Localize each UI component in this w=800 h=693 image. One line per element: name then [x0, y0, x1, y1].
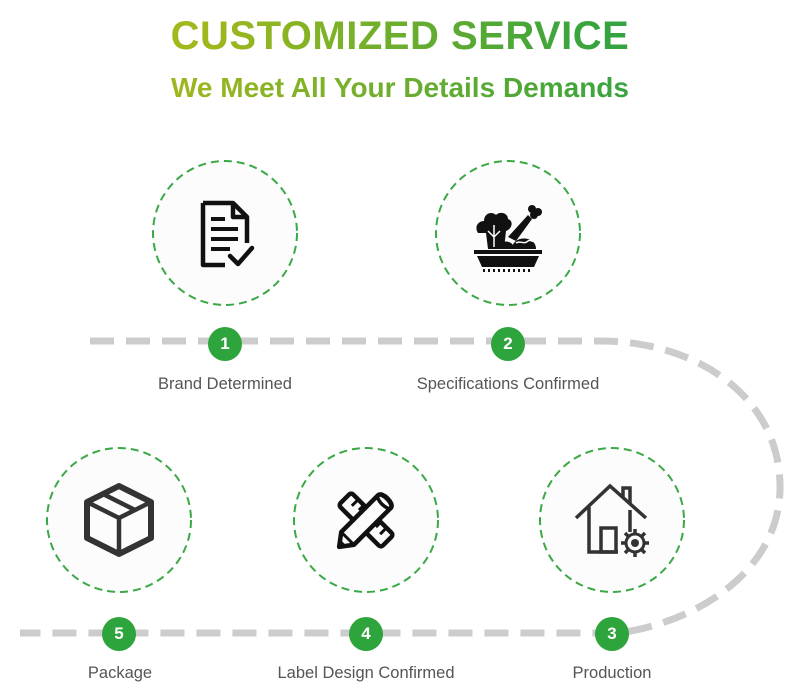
- pencil-ruler-icon: [328, 483, 403, 558]
- step-2-badge: 2: [491, 327, 525, 361]
- dashed-ring: [46, 447, 192, 593]
- page-title: CUSTOMIZED SERVICE: [0, 13, 800, 59]
- step-2-circle: [435, 160, 581, 306]
- box-icon: [84, 483, 154, 557]
- step-1-label: Brand Determined: [158, 375, 292, 393]
- step-2-label: Specifications Confirmed: [416, 375, 600, 393]
- factory-house-gear-icon: [574, 483, 649, 557]
- step-5-label: Package: [87, 664, 153, 682]
- step-3-label: Production: [572, 664, 652, 682]
- step-4-circle: [293, 447, 439, 593]
- step-3-circle: [539, 447, 685, 593]
- dashed-ring: [293, 447, 439, 593]
- process-path-line: [20, 337, 784, 637]
- dashed-ring: [435, 160, 581, 306]
- page-subtitle: We Meet All Your Details Demands: [0, 71, 800, 105]
- document-check-icon: [200, 200, 255, 268]
- step-5-circle: [46, 447, 192, 593]
- step-1-circle: [152, 160, 298, 306]
- step-1-badge: 1: [208, 327, 242, 361]
- dashed-ring: [152, 160, 298, 306]
- step-4-badge: 4: [349, 617, 383, 651]
- step-5-badge: 5: [102, 617, 136, 651]
- dashed-ring: [539, 447, 685, 593]
- vegetable-basket-icon: [474, 205, 542, 272]
- step-4-label: Label Design Confirmed: [277, 664, 455, 682]
- step-3-badge: 3: [595, 617, 629, 651]
